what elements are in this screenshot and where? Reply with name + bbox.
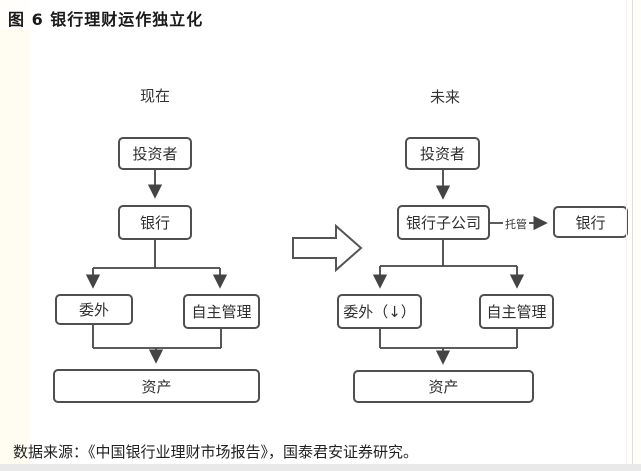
node-assets-future: 资产 <box>353 370 534 403</box>
page-edge-strip <box>0 30 30 464</box>
node-assets-now: 资产 <box>53 369 260 403</box>
node-outsourcing-future: 委外（↓） <box>337 294 422 329</box>
page-edge-line <box>632 0 633 464</box>
custody-arrow-label: 托管 <box>503 216 529 232</box>
data-source-note: 数据来源：《中国银行业理财市场报告》，国泰君安证券研究。 <box>13 443 419 461</box>
page-edge-line-faint <box>626 0 627 464</box>
node-bank-subsidiary-future: 银行子公司 <box>397 205 490 240</box>
right-arrow-icon <box>292 223 363 273</box>
bottom-gray-bar <box>0 464 641 471</box>
node-self-management-now: 自主管理 <box>183 294 260 329</box>
column-label-now: 现在 <box>139 87 170 105</box>
node-outsourcing-now: 委外 <box>55 294 133 325</box>
node-bank-future: 银行 <box>553 206 628 238</box>
node-investor-now: 投资者 <box>118 137 192 170</box>
figure-title: 图 6 银行理财运作独立化 <box>8 10 204 29</box>
node-self-management-future: 自主管理 <box>479 294 554 329</box>
node-bank-now: 银行 <box>118 205 192 240</box>
column-label-future: 未来 <box>429 88 460 106</box>
node-investor-future: 投资者 <box>405 137 480 170</box>
